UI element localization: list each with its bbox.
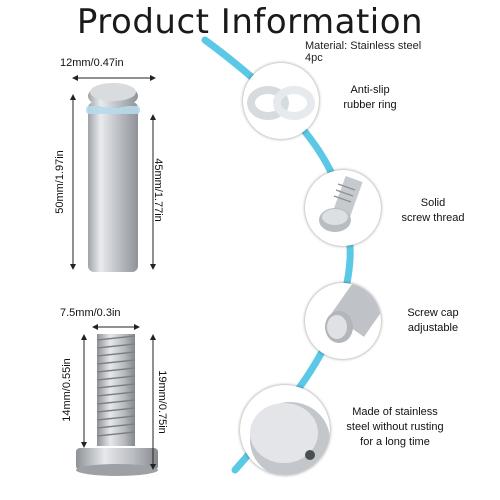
standoff-image: [86, 83, 140, 272]
page-title: Product Information: [76, 2, 424, 42]
screw-image: [76, 334, 158, 476]
stainless-circle: [240, 385, 330, 475]
rubber-ring-icon: [247, 86, 315, 120]
feature-anti-slip: Anti-slip rubber ring: [343, 84, 397, 111]
standoff-total-length-label: 50mm/1.97in: [54, 150, 66, 214]
quantity-label: 4pc: [305, 52, 323, 64]
screw-diameter-label: 7.5mm/0.3in: [60, 307, 121, 319]
standoff-total-arrow: [70, 94, 76, 270]
screw-thread-circle: [305, 170, 381, 246]
feature-screw-thread: Solid screw thread: [401, 197, 465, 224]
feature-screw-cap: Screw cap adjustable: [407, 307, 459, 334]
screw-thread-icon: [319, 176, 363, 232]
material-info: Material: Stainless steel 4pc: [305, 40, 421, 64]
standoff-body-arrow: [150, 114, 156, 270]
screw-thread-arrow: [81, 334, 87, 448]
standoff-diameter-label: 12mm/0.47in: [60, 57, 124, 69]
standoff-diameter-arrow: [72, 75, 156, 81]
material-label: Material: Stainless steel: [305, 40, 422, 52]
stainless-steel-icon: [250, 402, 330, 475]
feature-stainless: Made of stainless steel without rusting …: [346, 406, 444, 448]
screw-diameter-arrow: [92, 324, 140, 330]
rubber-ring-circle: [243, 63, 319, 139]
standoff-body-length-label: 45mm/1.77in: [152, 158, 164, 222]
screw-thread-length-label: 14mm/0.55in: [61, 358, 73, 422]
screw-total-length-label: 19mm/0.75in: [156, 370, 168, 434]
screw-total-arrow: [150, 334, 156, 470]
screw-cap-circle: [305, 283, 381, 359]
screw-cap-icon: [325, 283, 381, 343]
